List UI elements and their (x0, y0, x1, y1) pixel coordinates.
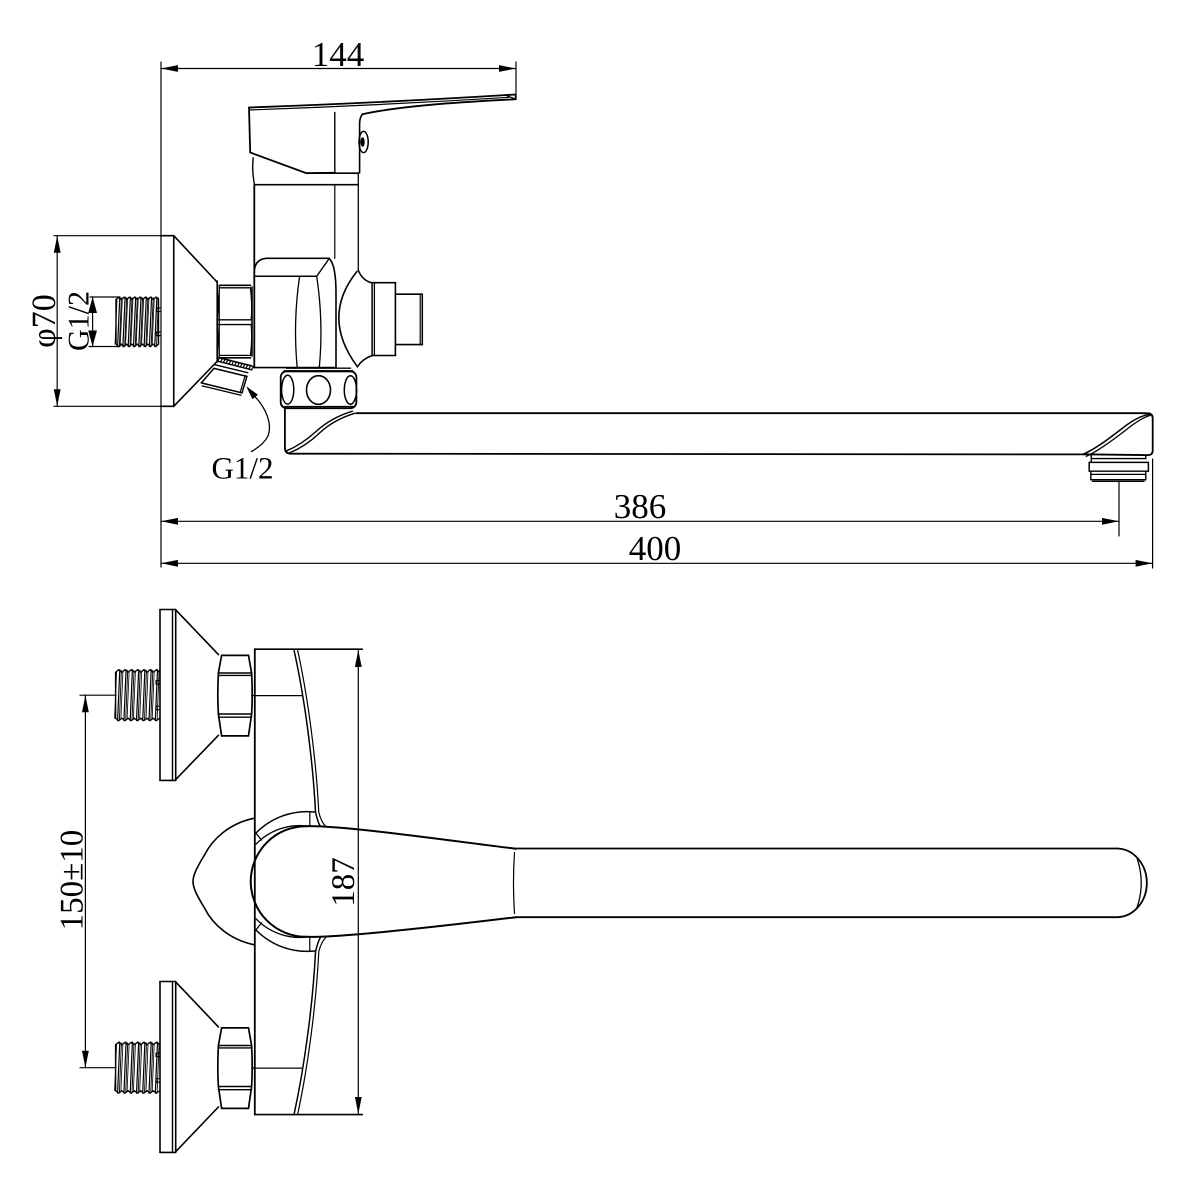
svg-text:150±10: 150±10 (55, 830, 91, 931)
svg-text:144: 144 (312, 35, 365, 74)
svg-text:φ70: φ70 (26, 294, 63, 348)
svg-text:G1/2: G1/2 (212, 451, 274, 486)
svg-text:386: 386 (614, 487, 667, 526)
svg-text:400: 400 (629, 529, 682, 568)
svg-text:187: 187 (326, 857, 362, 907)
svg-text:G1/2: G1/2 (63, 291, 96, 351)
